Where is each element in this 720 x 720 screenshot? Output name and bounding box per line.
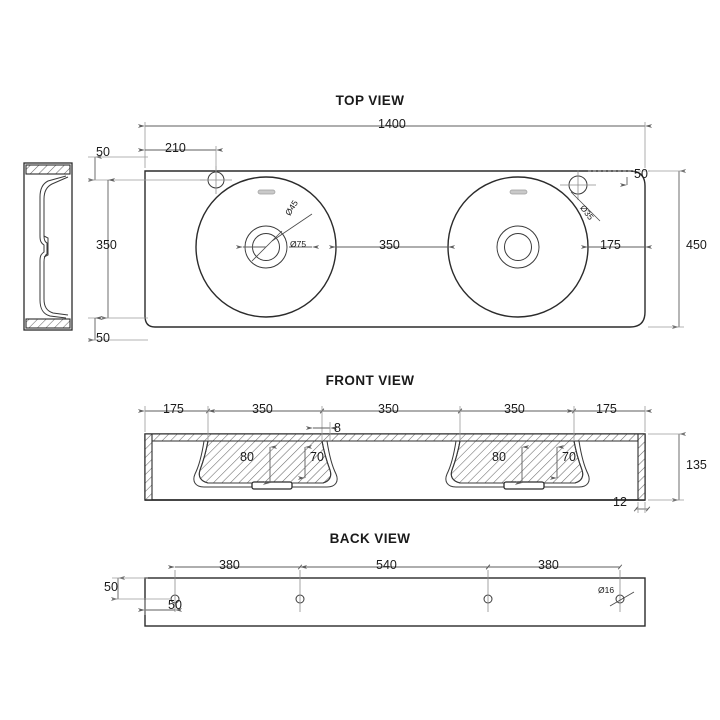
right-basin-outline [447, 176, 589, 318]
dim-front-seg-2: 350 [252, 402, 273, 416]
dim-overall-depth: 450 [686, 238, 707, 252]
front-view-right-bowl [445, 440, 590, 490]
dim-slab-thickness: 12 [613, 495, 627, 509]
dim-basin-band: 350 [96, 238, 117, 252]
label-back-hole-diameter: Ø16 [598, 585, 615, 595]
top-view-dimensions [87, 122, 687, 342]
front-view-left-bowl [193, 440, 338, 490]
right-basin-overflow-slot [509, 189, 528, 195]
top-view-side-section [23, 162, 73, 331]
label-waste-outer-diameter: Ø75 [290, 239, 307, 249]
right-waste-inner [504, 233, 532, 261]
front-view-title: FRONT VIEW [325, 373, 415, 388]
dim-front-seg-1: 175 [163, 402, 184, 416]
dim-front-height: 135 [686, 458, 707, 472]
dim-rim-offset: 8 [334, 421, 341, 435]
dim-bowl-depth-outer-right: 80 [492, 450, 506, 464]
back-view-title: BACK VIEW [329, 531, 411, 546]
dim-tap-hole-from-left: 210 [165, 141, 186, 155]
dim-hole-from-top: 50 [104, 580, 118, 594]
dim-hole-from-left: 50 [168, 598, 182, 612]
dim-bowl-depth-inner-right: 70 [562, 450, 576, 464]
front-view-dimensions [137, 406, 687, 513]
dim-front-seg-5: 175 [596, 402, 617, 416]
dim-overall-length: 1400 [378, 117, 406, 131]
right-waste-outer [496, 225, 540, 269]
dim-back-seg-2: 540 [376, 558, 397, 572]
front-view-body [144, 433, 646, 501]
dim-back-seg-1: 380 [219, 558, 240, 572]
dim-front-seg-4: 350 [504, 402, 525, 416]
dim-bowl-depth-outer-left: 80 [240, 450, 254, 464]
dim-right-basin-to-edge: 175 [600, 238, 621, 252]
dim-front-seg-3: 350 [378, 402, 399, 416]
left-basin-overflow-slot [257, 189, 276, 195]
dim-bowl-depth-inner-left: 70 [310, 450, 324, 464]
dim-between-basins: 350 [379, 238, 400, 252]
dim-front-offset: 50 [96, 331, 110, 345]
top-view-title: TOP VIEW [335, 93, 405, 108]
back-view-body [144, 570, 646, 627]
dim-back-seg-3: 380 [538, 558, 559, 572]
dim-back-offset-right: 50 [634, 167, 648, 181]
back-view-dimensions [110, 564, 623, 615]
dim-back-offset-left: 50 [96, 145, 110, 159]
